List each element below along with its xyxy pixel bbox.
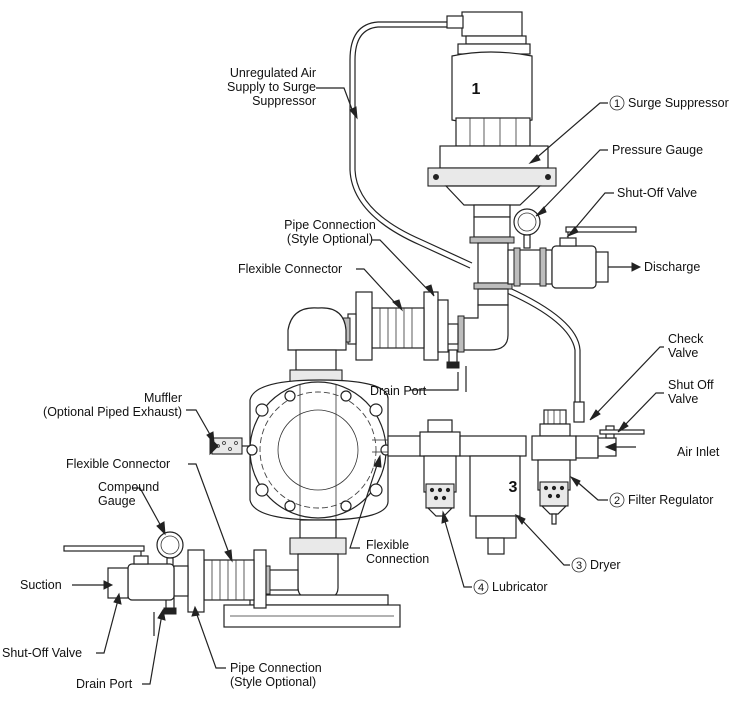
muffler [209,436,250,456]
dryer-callout: 3 Dryer [571,557,621,573]
filter-regulator-label: Filter Regulator [628,493,713,507]
shut-off-valve-right-label-line2: Valve [668,392,698,406]
lubricator-callout: 4 Lubricator [473,579,548,595]
unregulated-air-hose [349,21,581,405]
surge-suppressor [427,11,557,218]
shutoff-valve-bottom-label: Shut-Off Valve [2,646,82,660]
discharge-manifold-connection [337,291,509,392]
shut-off-valve-right-label-line1: Shut Off [668,378,714,392]
lubricator-callout-number: 4 [478,582,484,594]
suction-label: Suction [20,578,62,592]
drain-port-top-label: Drain Port [370,384,427,398]
compound-gauge-label-line1: Compound [98,480,159,494]
filter-regulator [531,409,577,525]
flexible-connector-bottom-label: Flexible Connector [66,457,170,471]
pump-bottom-manifold [223,519,401,628]
leader-lines [72,87,664,685]
dryer-callout-number: 3 [576,560,582,572]
pressure-gauge-label: Pressure Gauge [612,143,703,157]
suction-piping [63,531,299,636]
flexible-connector-top-label: Flexible Connector [238,262,342,276]
surge-suppressor-callout-number: 1 [614,98,620,110]
muffler-label-line2: (Optional Piped Exhaust) [43,405,182,419]
unregulated-air-label-line2: Supply to Surge [227,80,316,94]
compound-gauge-label-line2: Gauge [98,494,136,508]
drain-port-bottom-label: Drain Port [76,677,133,691]
discharge-label: Discharge [644,260,700,274]
surge-suppressor-callout: 1 Surge Suppressor [609,95,729,111]
diaphragm-pump [246,379,392,521]
pipe-connection-bottom-label-line1: Pipe Connection [230,661,322,675]
check-valve-and-air-inlet [573,401,645,459]
shutoff-valve-top-label: Shut-Off Valve [617,186,697,200]
air-inlet-label: Air Inlet [677,445,720,459]
lubricator-label: Lubricator [492,580,548,594]
dryer-label: Dryer [590,558,621,572]
check-valve-label-line2: Valve [668,346,698,360]
dryer [459,435,527,555]
surge-suppressor-label: Surge Suppressor [628,96,729,110]
flexible-connection-label-line2: Connection [366,552,429,566]
check-valve-label-line1: Check [668,332,704,346]
pipe-connection-top-label-line2: (Style Optional) [287,232,373,246]
pipe-connection-bottom-label-line2: (Style Optional) [230,675,316,689]
surge-suppressor-body-number: 1 [472,81,481,98]
discharge-piping [469,208,642,306]
pipe-connection-top-label-line1: Pipe Connection [284,218,376,232]
dryer-body-number: 3 [509,479,518,496]
unregulated-air-label-line1: Unregulated Air [230,66,316,80]
unregulated-air-label-line3: Suppressor [252,94,316,108]
flexible-connection-label-line1: Flexible [366,538,409,552]
filter-regulator-callout: 2 Filter Regulator [609,492,713,508]
muffler-label-line1: Muffler [144,391,182,405]
filter-regulator-callout-number: 2 [614,495,620,507]
lubricator [419,419,461,517]
air-line-manifold [372,435,429,457]
